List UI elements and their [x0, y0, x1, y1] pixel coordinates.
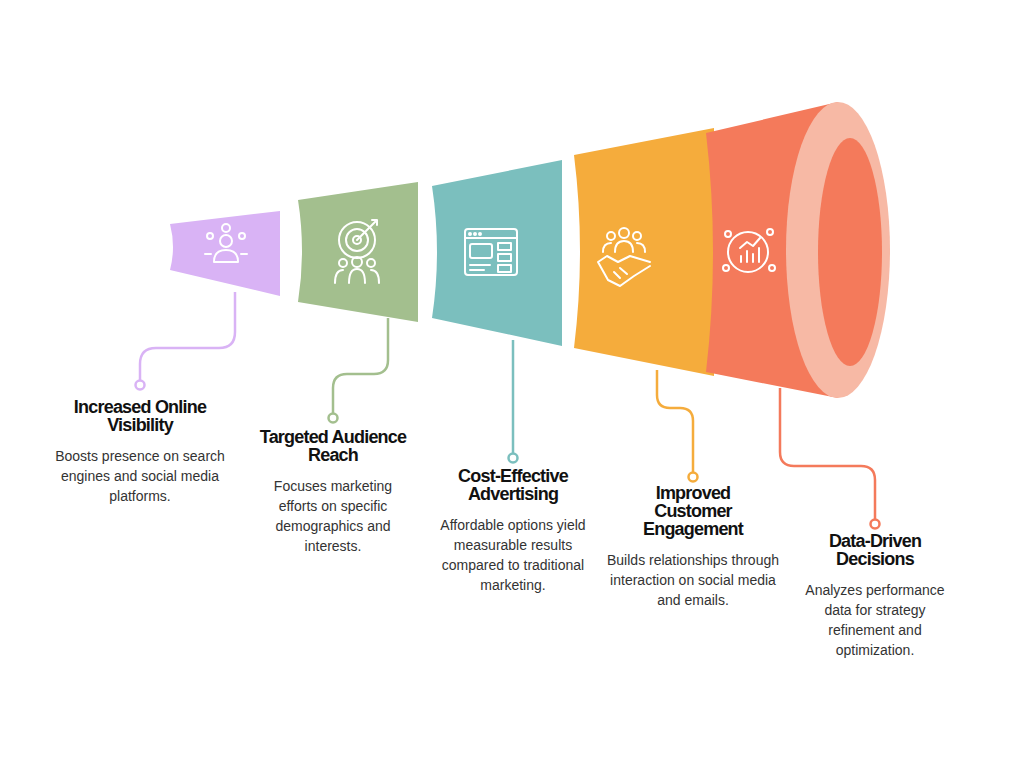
funnel-rim [786, 102, 890, 398]
leader-dot [509, 454, 518, 463]
benefit-description: Focuses marketing efforts on specific de… [258, 476, 408, 556]
benefit-description: Affordable options yield measurable resu… [427, 515, 599, 595]
leader-dot [871, 520, 880, 529]
benefit-heading: Targeted Audience Reach [243, 428, 423, 464]
data-chart-icon [723, 229, 775, 272]
benefit-description: Builds relationships through interaction… [603, 550, 783, 610]
ads-icon [465, 229, 517, 275]
benefit-description: Boosts presence on search engines and so… [55, 446, 225, 506]
funnel-opening [818, 138, 882, 366]
benefit-heading: Cost-Effective Advertising [438, 467, 588, 503]
leader-dots [136, 381, 880, 529]
benefit-heading: Improved Customer Engagement [636, 484, 751, 538]
visibility-icon [205, 224, 247, 262]
benefit-heading: Increased Online Visibility [60, 398, 220, 434]
leader-line [657, 370, 693, 472]
leader-dot [689, 473, 698, 482]
benefit-description: Analyzes performance data for strategy r… [791, 580, 959, 660]
leader-line [140, 292, 235, 380]
leader-line [333, 318, 388, 413]
leader-dot [329, 414, 338, 423]
funnel-segment [432, 160, 562, 346]
icons [205, 220, 775, 286]
funnel-segment [574, 128, 714, 376]
target-audience-icon [335, 220, 379, 283]
funnel-segment [170, 211, 280, 296]
leader-line [512, 340, 515, 453]
leader-line [780, 388, 875, 519]
leader-dot [136, 381, 145, 390]
benefit-heading: Data-Driven Decisions [813, 532, 938, 568]
funnel-segment [298, 182, 418, 322]
engagement-icon [598, 228, 650, 286]
